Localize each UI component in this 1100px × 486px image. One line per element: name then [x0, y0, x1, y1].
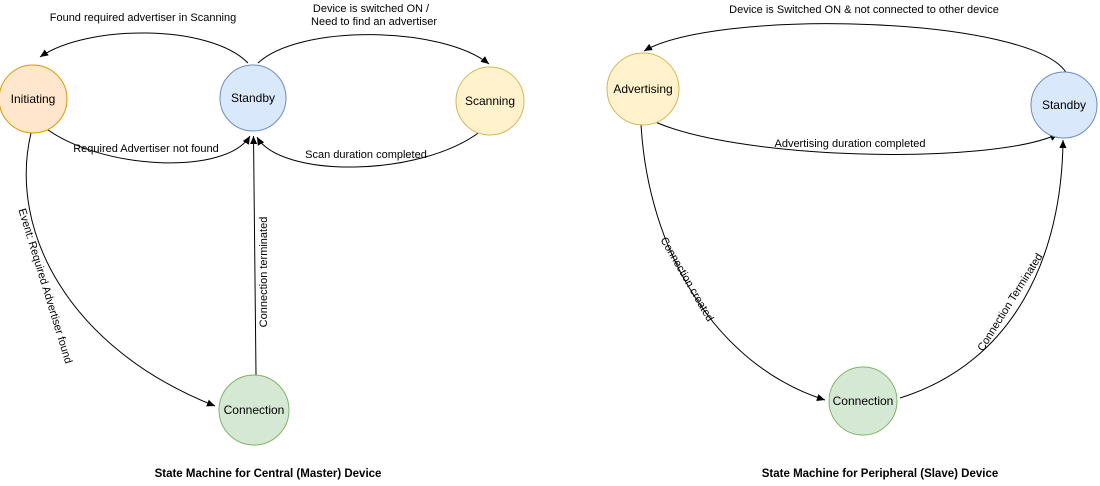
edge-initiating-to-standby	[43, 126, 251, 164]
connection-state-label: Connection	[224, 403, 285, 417]
edge-standby-to-initiating	[39, 32, 249, 64]
scanning-state-label: Scanning	[465, 94, 515, 108]
edge-advertising-to-standby	[648, 118, 1059, 155]
edge-connection-to-standby	[249, 135, 258, 376]
edge-label-connection-created: Connection created	[658, 235, 716, 324]
edge-connection-to-standby-right	[899, 139, 1067, 399]
edge-scanning-to-standby	[256, 130, 482, 168]
node-advertising: Advertising	[606, 52, 680, 126]
standby-state-circle	[219, 64, 287, 132]
standby-state-label-right: Standby	[1042, 98, 1086, 112]
connection-state-circle	[218, 374, 290, 446]
edge-advertising-to-connection	[640, 123, 826, 401]
edge-label-advertiser-not-found: Required Advertiser not found	[73, 143, 219, 155]
advertising-state-circle	[606, 52, 680, 126]
advertising-state-label: Advertising	[613, 82, 672, 96]
edge-label-device-switched-on-line1: Device is switched ON /	[313, 3, 430, 15]
edge-label-device-switched-on-line2: Need to find an advertiser	[311, 16, 437, 28]
peripheral-diagram-caption: State Machine for Peripheral (Slave) Dev…	[762, 468, 998, 480]
edge-initiating-to-connection	[25, 132, 216, 407]
edge-label-connection-terminated-right: Connection Terminated	[975, 251, 1045, 353]
node-standby-right: Standby	[1030, 71, 1098, 139]
edge-label-advertising-duration-completed: Advertising duration completed	[774, 138, 925, 150]
edge-standby-to-advertising	[643, 23, 1068, 75]
central-diagram-caption: State Machine for Central (Master) Devic…	[155, 468, 382, 480]
node-initiating: Initiating	[0, 64, 68, 134]
edge-label-device-switched-on-right: Device is Switched ON & not connected to…	[729, 4, 999, 16]
edge-label-event-advertiser-found: Event: Required Advertiser found	[16, 207, 75, 365]
node-standby-left: Standby	[219, 64, 287, 132]
edge-standby-to-scanning	[257, 34, 490, 65]
initiating-state-label: Initiating	[11, 92, 56, 106]
node-connection-right: Connection	[828, 366, 898, 436]
connection-state-label-right: Connection	[833, 394, 894, 408]
edge-label-connection-terminated: Connection terminated	[258, 217, 270, 328]
node-scanning: Scanning	[455, 66, 525, 136]
standby-state-label: Standby	[231, 91, 275, 105]
connection-state-circle-right	[828, 366, 898, 436]
node-connection-left: Connection	[218, 374, 290, 446]
initiating-state-circle	[0, 64, 68, 134]
edge-label-found-advertiser: Found required advertiser in Scanning	[50, 12, 237, 24]
standby-state-circle-right	[1030, 71, 1098, 139]
scanning-state-circle	[455, 66, 525, 136]
edge-label-scan-duration-completed: Scan duration completed	[305, 149, 427, 161]
central-device-diagram: Found required advertiser in Scanning De…	[0, 3, 525, 480]
peripheral-device-diagram: Device is Switched ON & not connected to…	[606, 4, 1098, 480]
